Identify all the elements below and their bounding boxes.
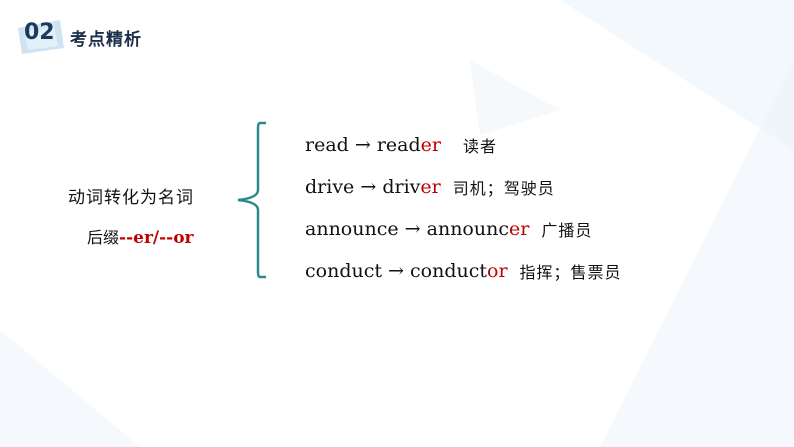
left-brace-icon [237, 121, 266, 279]
arrow-icon: → [360, 176, 377, 198]
noun-stem: conduct [410, 260, 488, 282]
noun-suffix: er [420, 176, 441, 198]
noun-suffix: er [508, 218, 530, 240]
noun-suffix: or [487, 260, 508, 282]
verb-word: read [305, 134, 349, 156]
rule-label: 动词转化为名词 [68, 188, 194, 208]
suffix-text: --er/--or [119, 228, 194, 248]
verb-word: drive [305, 176, 355, 198]
chinese-meaning: 司机；驾驶员 [452, 179, 555, 198]
noun-suffix: er [420, 134, 441, 156]
chinese-meaning: 广播员 [541, 221, 593, 240]
verb-word: announce [305, 218, 399, 240]
section-title: 考点精析 [70, 30, 142, 50]
arrow-icon: → [354, 134, 371, 156]
noun-stem: read [376, 134, 421, 156]
suffix-prefix-text: 后缀 [87, 228, 120, 247]
chinese-meaning: 指挥；售票员 [519, 263, 622, 282]
noun-stem: driv [382, 176, 421, 198]
verb-word: conduct [305, 260, 382, 282]
chinese-meaning: 读者 [463, 137, 498, 156]
arrow-icon: → [404, 218, 421, 240]
number-badge-icon [18, 20, 64, 54]
rule-suffix-line: 后缀--er/--or [87, 224, 194, 248]
noun-stem: announc [426, 218, 509, 240]
section-header: 02 考点精析 [14, 18, 214, 58]
arrow-icon: → [388, 260, 404, 282]
section-number: 02 [24, 20, 55, 45]
